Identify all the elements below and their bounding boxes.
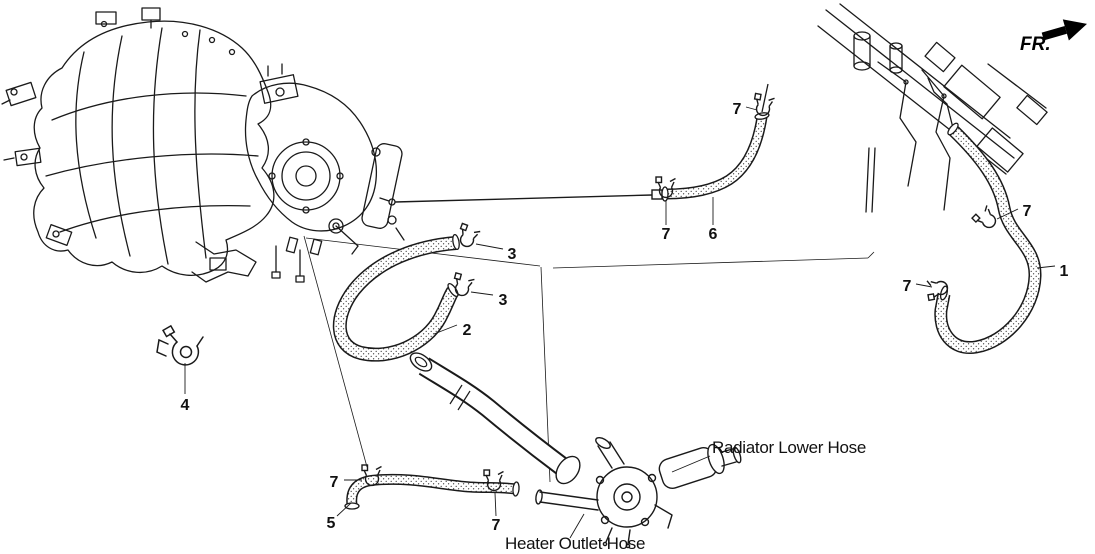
callout-1: 1: [1060, 263, 1069, 280]
callout-7-junction: 7: [662, 226, 671, 243]
callout-6: 6: [709, 226, 718, 243]
water-pump-assembly: [535, 437, 742, 549]
hose-2: [332, 233, 460, 362]
callout-3b: 3: [499, 292, 508, 309]
hose-6: [661, 83, 770, 202]
hose-5: [344, 473, 520, 510]
firewall-structure: [817, 3, 1048, 213]
callout-3a: 3: [508, 246, 517, 263]
intake-manifold: [1, 7, 405, 283]
callout-7-bottom-mid: 7: [492, 517, 501, 534]
callout-2: 2: [463, 322, 472, 339]
front-direction-marker: FR.: [1020, 19, 1087, 55]
radiator-lower-hose-label: Radiator Lower Hose: [712, 438, 866, 457]
clamp-7-right-upper-icon: [971, 203, 1001, 234]
front-arrow-icon: [1041, 19, 1087, 41]
callout-7-top: 7: [733, 101, 742, 118]
hose-1: [934, 122, 1042, 354]
fr-label: FR.: [1020, 34, 1051, 55]
clamp-4-icon: [156, 324, 204, 366]
callout-5: 5: [327, 515, 336, 532]
callout-4: 4: [181, 397, 190, 414]
leader-lines: [184, 106, 1056, 539]
heater-outlet-hose-label: Heater Outlet Hose: [505, 534, 645, 553]
callouts: 1 2 3 3 4 5 6 7 7 7 7 7 7: [181, 101, 1069, 534]
callout-7-right-upper: 7: [1023, 203, 1032, 220]
radiator-lower-pipe: [409, 352, 571, 476]
callout-7-bottom-left: 7: [330, 474, 339, 491]
callout-7-right-lower: 7: [903, 278, 912, 295]
vacuum-line: [394, 189, 663, 203]
construction-lines: [303, 235, 875, 483]
